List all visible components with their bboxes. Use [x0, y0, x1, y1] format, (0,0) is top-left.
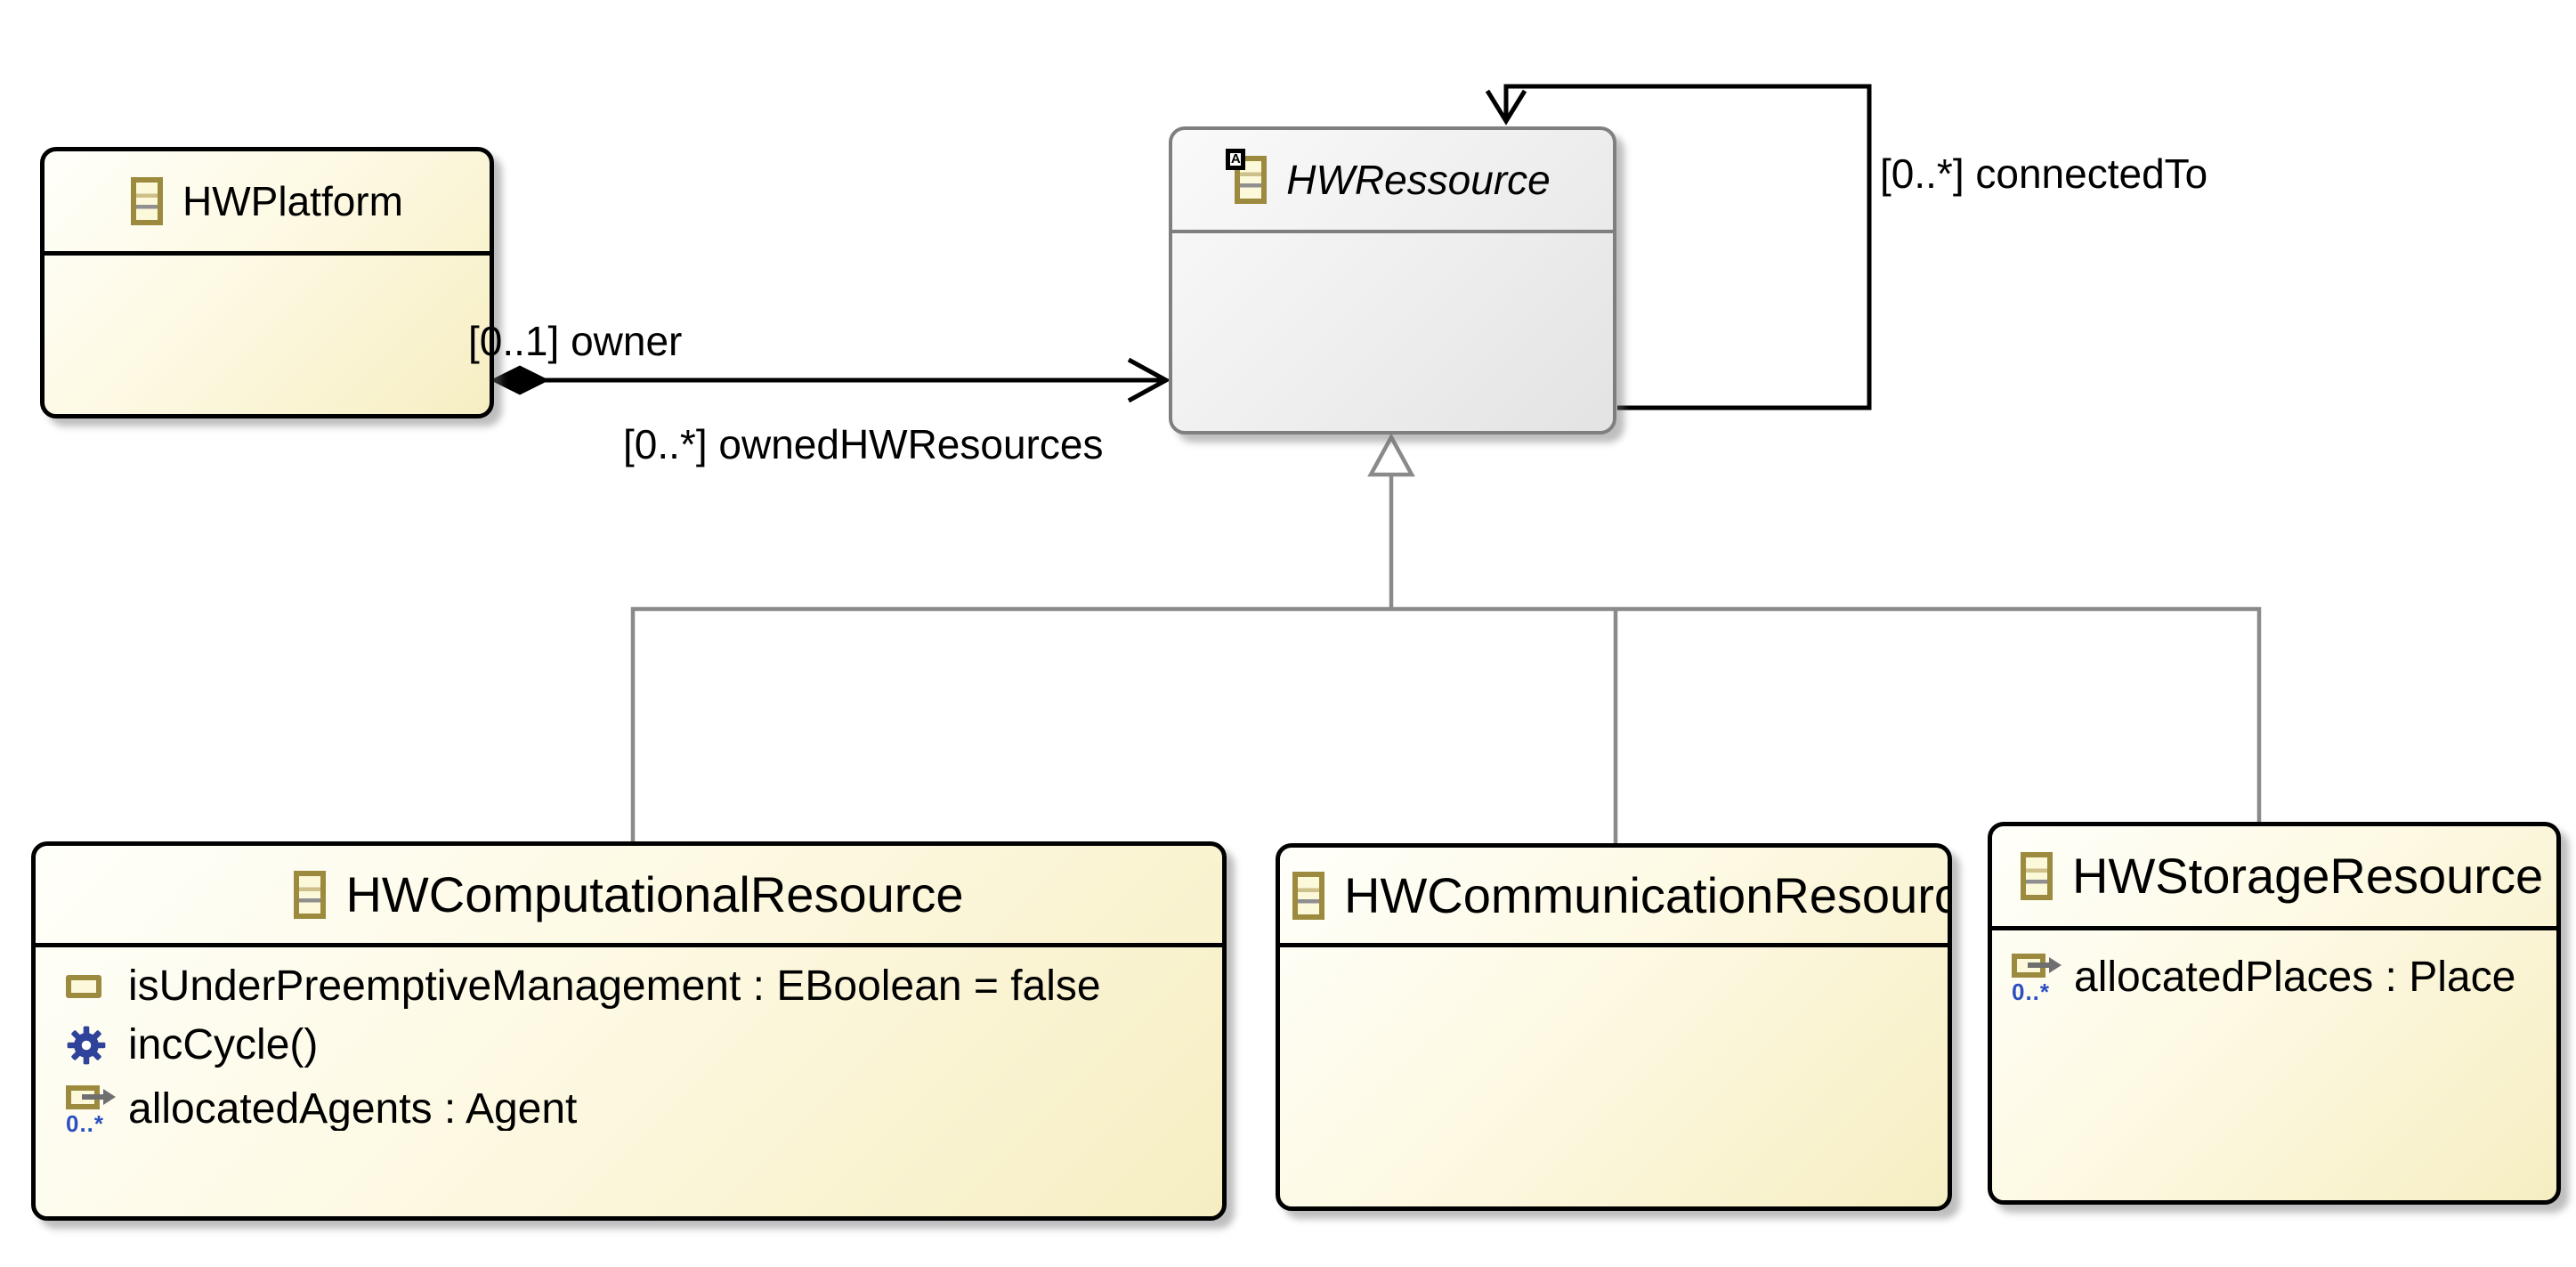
icon-column: 0..* [2012, 953, 2074, 1003]
class-hwcomputationalresource[interactable]: HWComputationalResource isUnderPreemptiv… [31, 841, 1227, 1221]
eclass-icon [2021, 852, 2053, 900]
reference-text: allocatedAgents : Agent [128, 1088, 578, 1131]
class-body [1280, 947, 1948, 1206]
class-name: HWComputationalResource [345, 865, 964, 922]
edge-label-owner[interactable]: [0..1] owner [468, 318, 683, 364]
attribute-text: isUnderPreemptiveManagement : EBoolean =… [128, 962, 1101, 1010]
eclass-icon [131, 177, 164, 225]
reference-row[interactable]: 0..* allocatedAgents : Agent [36, 1075, 1222, 1144]
class-hwplatform[interactable]: HWPlatform [40, 147, 494, 418]
self-association-arrowhead-icon [1485, 89, 1527, 126]
class-name: HWCommunicationResource [1344, 866, 1948, 923]
reference-text: allocatedPlaces : Place [2074, 954, 2516, 1001]
class-name: HWRessource [1286, 157, 1551, 203]
class-hwstorageresource[interactable]: HWStorageResource 0..* allocatedPlaces :… [1988, 822, 2561, 1205]
ereference-arrow-icon [66, 1084, 116, 1109]
ereference-icon: 0..* [2012, 953, 2063, 1003]
abstract-eclass-icon: A [1226, 149, 1268, 204]
abstract-badge: A [1226, 149, 1246, 170]
attribute-row[interactable]: isUnderPreemptiveManagement : EBoolean =… [36, 957, 1222, 1016]
self-association-edge[interactable] [1503, 84, 1872, 410]
class-body: 0..* allocatedPlaces : Place [1992, 930, 2556, 1200]
generalization-triangle-icon [1367, 433, 1415, 477]
icon-column [66, 975, 128, 998]
edge-label-connectedto[interactable]: [0..*] connectedTo [1880, 150, 2208, 197]
eclass-icon [294, 870, 327, 919]
icon-column [66, 1025, 128, 1066]
reference-multiplicity: 0..* [2012, 978, 2051, 1005]
icon-column: 0..* [66, 1084, 128, 1135]
class-hwcommunicationresource[interactable]: HWCommunicationResource [1276, 843, 1952, 1211]
class-body: isUnderPreemptiveManagement : EBoolean =… [36, 947, 1222, 1216]
class-title[interactable]: HWCommunicationResource [1280, 848, 1948, 947]
operation-text: incCycle() [128, 1021, 319, 1068]
eclass-icon [1292, 871, 1324, 920]
reference-row[interactable]: 0..* allocatedPlaces : Place [1992, 943, 2556, 1012]
generalization-edge[interactable] [630, 475, 2262, 843]
reference-multiplicity: 0..* [66, 1109, 105, 1137]
eoperation-gear-icon [67, 1026, 106, 1065]
ereference-icon: 0..* [66, 1084, 117, 1135]
class-title[interactable]: A HWRessource [1172, 130, 1613, 233]
class-body [45, 256, 490, 414]
class-body [1172, 233, 1613, 431]
class-name: HWPlatform [182, 178, 403, 224]
composition-diamond-icon [490, 365, 550, 395]
class-name: HWStorageResource [2072, 848, 2544, 904]
class-title[interactable]: HWComputationalResource [36, 846, 1222, 947]
ereference-arrow-icon [2012, 953, 2062, 978]
class-title[interactable]: HWPlatform [45, 151, 490, 256]
edge-label-ownedhwresources[interactable]: [0..*] ownedHWResources [623, 421, 1104, 467]
eattribute-icon [66, 975, 101, 998]
class-title[interactable]: HWStorageResource [1992, 826, 2556, 930]
operation-row[interactable]: incCycle() [36, 1016, 1222, 1075]
class-hwressource[interactable]: A HWRessource [1169, 126, 1616, 435]
composition-arrowhead-icon [1127, 357, 1171, 403]
